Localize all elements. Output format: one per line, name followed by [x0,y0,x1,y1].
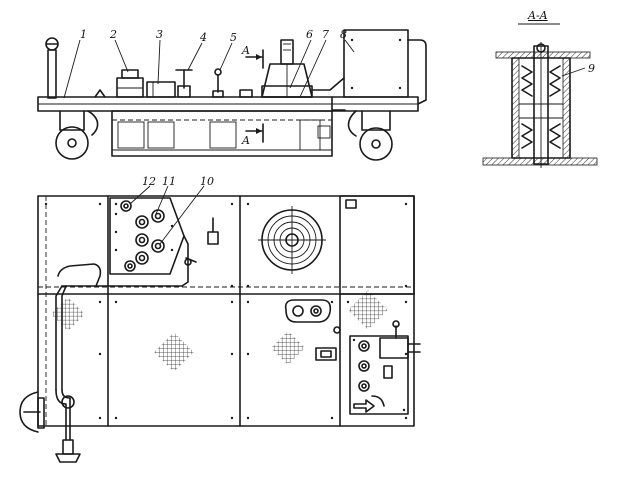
pump-block [116,69,144,98]
callout-11: 11 [162,175,176,188]
callout-cut-top: A [242,44,250,57]
frame-beam [37,96,419,112]
handwheel-valve [175,69,193,98]
tank-body [111,110,333,157]
tow-handle [45,37,59,99]
housing-top [339,195,415,295]
section-title: A-A [528,9,548,22]
plan-view [19,185,421,463]
piping [311,77,346,111]
callout-12: 12 [142,175,156,188]
plan-view-leaders [129,185,205,245]
side-view [37,29,427,161]
control-panel [349,320,421,415]
left-caster-wheel [55,110,99,160]
section-cut-line [245,49,264,143]
housing-box [343,29,427,105]
callout-2: 2 [110,28,117,41]
callout-3: 3 [156,28,163,41]
plan-wheel [19,391,45,433]
panel-screws [44,202,408,420]
callout-1: 1 [80,28,87,41]
valve-block [146,81,176,98]
vent-mesh-2 [154,332,194,372]
switch-block [315,347,337,361]
vent-mesh-3 [271,331,305,365]
callout-4: 4 [200,31,207,44]
vent-mesh-4 [348,290,388,330]
section-view [482,23,598,168]
side-view-leaders [63,39,355,99]
callout-5: 5 [230,31,237,44]
round-tank-top [258,206,326,274]
callout-6: 6 [306,28,313,41]
callout-10: 10 [200,175,214,188]
lever [212,68,224,98]
hydraulic-jack [261,39,313,98]
right-caster-wheel [347,110,393,161]
valve-plate [109,197,185,275]
frame-fittings [94,89,253,98]
callout-7b: 7 [322,28,329,41]
handle-left [55,263,102,463]
callout-8: 8 [340,28,347,41]
callout-9: 9 [588,62,595,75]
gauge-bracket [284,299,341,334]
callout-cut-bottom: A [242,134,250,147]
pressure-lever [61,217,219,287]
